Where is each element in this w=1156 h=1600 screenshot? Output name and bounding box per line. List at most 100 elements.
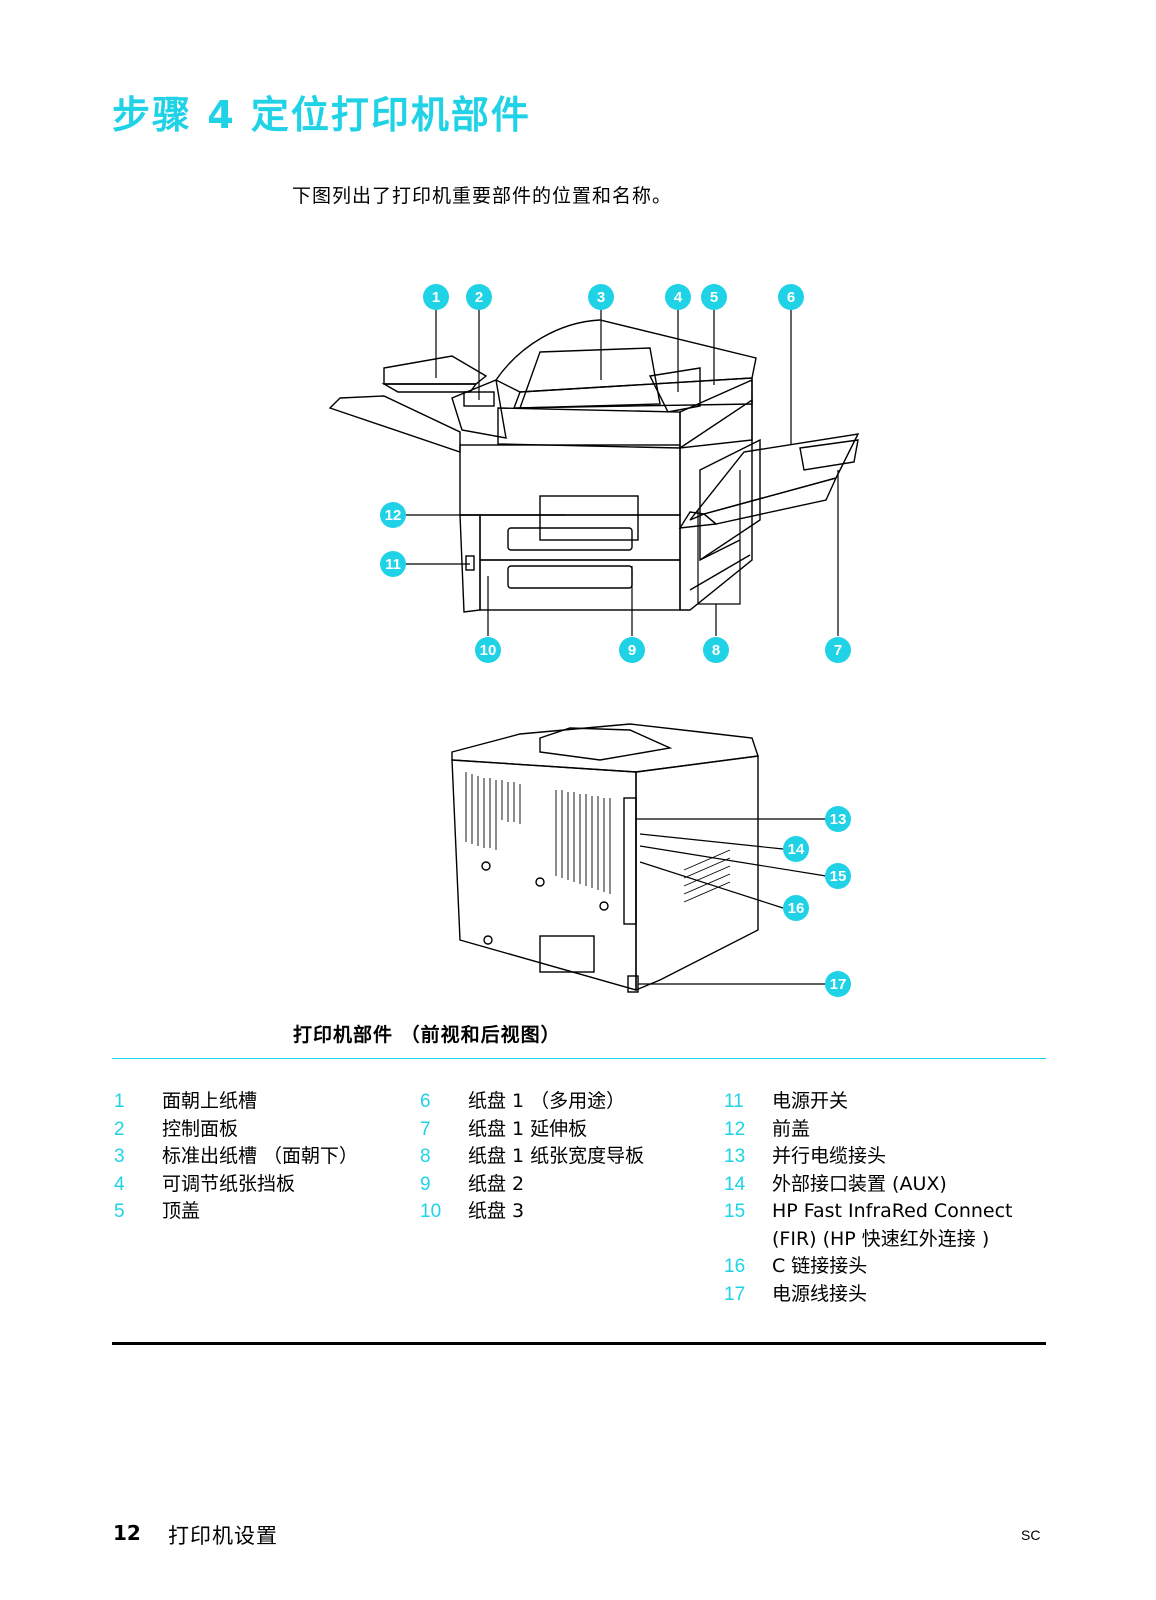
face-up-bin-lower [328, 395, 461, 453]
legend-number: 3 [114, 1146, 125, 1167]
legend-item: 8 纸盘 1 纸张宽度导板 [420, 1143, 644, 1171]
legend-number: 14 [724, 1173, 746, 1195]
legend-number: 4 [114, 1173, 125, 1195]
legend-number: 12 [724, 1118, 746, 1140]
callout-11: 11 [380, 551, 406, 577]
legend-item: 9 纸盘 2 [420, 1171, 644, 1199]
callout-8: 8 [703, 637, 729, 663]
legend-label: 面朝上纸槽 [162, 1090, 258, 1112]
callout-13: 13 [825, 806, 851, 832]
rear-top [451, 723, 759, 773]
side-vent [683, 849, 731, 903]
tray-1 [689, 433, 860, 521]
callout-12: 12 [380, 502, 406, 528]
legend-label-line1: HP Fast InfraRed Connect [772, 1200, 1013, 1222]
page-title: 步骤 4 定位打印机部件 [112, 93, 531, 137]
legend-item: 6 纸盘 1 （多用途） [420, 1088, 644, 1116]
rear-vent-right [555, 790, 611, 894]
legend-label: 外部接口装置 (AUX) [772, 1172, 947, 1195]
rear-panel [451, 759, 637, 991]
face-up-bin-upper [383, 355, 488, 385]
legend-label: 纸盘 3 [468, 1200, 525, 1222]
divider-cyan [112, 1058, 1046, 1059]
power-switch-shape [465, 555, 475, 571]
legend-column-2: 6 纸盘 1 （多用途） 7 纸盘 1 延伸板 8 纸盘 1 纸张宽度导板 9 纸盘 2… [420, 1088, 644, 1226]
callout-7: 7 [825, 637, 851, 663]
legend-number: 6 [420, 1091, 431, 1112]
printer-top [494, 319, 757, 393]
output-bin [518, 347, 661, 409]
legend-item: 7 纸盘 1 延伸板 [420, 1116, 644, 1144]
legend-number: 15 [724, 1201, 746, 1222]
callout-6: 6 [778, 284, 804, 310]
legend-label: 纸盘 2 [468, 1172, 525, 1195]
legend-item: 3 标准出纸槽 （面朝下） [114, 1143, 358, 1171]
legend-label: 电源开关 [772, 1090, 849, 1112]
legend-number: 16 [724, 1256, 746, 1277]
callout-14: 14 [783, 836, 809, 862]
legend-number: 2 [114, 1118, 125, 1140]
legend-label: 并行电缆接头 [772, 1145, 887, 1167]
callout-2: 2 [466, 284, 492, 310]
figure-caption: 打印机部件 （前视和后视图） [293, 1024, 561, 1046]
legend-number: 10 [420, 1201, 442, 1222]
legend-column-1: 1 面朝上纸槽 2 控制面板 3 标准出纸槽 （面朝下） 4 可调节纸张挡板 5 顶盖 [114, 1088, 358, 1226]
legend-column-3: 11 电源开关 12 前盖 13 并行电缆接头 14 外部接口装置 (AUX) 15 HP… [724, 1088, 1013, 1308]
callout-5: 5 [701, 284, 727, 310]
legend-item: 10 纸盘 3 [420, 1198, 644, 1226]
tray-3 [479, 559, 681, 611]
legend-item: 4 可调节纸张挡板 [114, 1171, 358, 1199]
legend-item: 12 前盖 [724, 1116, 1013, 1144]
legend-item: 17 电源线接头 [724, 1281, 1013, 1309]
front-cover [539, 495, 639, 541]
legend-item: 13 并行电缆接头 [724, 1143, 1013, 1171]
divider-black [112, 1342, 1046, 1345]
legend-item: 15 HP Fast InfraRed Connect (FIR) (HP 快速红外… [724, 1198, 1013, 1253]
legend-item: 11 电源开关 [724, 1088, 1013, 1116]
legend-label: 纸盘 1 纸张宽度导板 [468, 1145, 645, 1167]
legend-number: 9 [420, 1173, 431, 1195]
callout-16: 16 [783, 895, 809, 921]
tray-2 [479, 514, 681, 561]
rear-vent-left [465, 772, 521, 850]
callout-3: 3 [588, 284, 614, 310]
legend-label: 标准出纸槽 （面朝下） [162, 1145, 359, 1167]
interface-board [623, 797, 637, 925]
callout-9: 9 [619, 637, 645, 663]
legend-label: 可调节纸张挡板 [162, 1172, 296, 1195]
legend-number: 7 [420, 1118, 431, 1140]
footer-language-code: SC [1021, 1527, 1041, 1543]
front-body [459, 444, 681, 516]
legend-number: 17 [724, 1283, 746, 1305]
callout-4: 4 [665, 284, 691, 310]
legend-label: 控制面板 [162, 1117, 239, 1140]
legend-label: 电源线接头 [772, 1282, 868, 1305]
callout-10: 10 [475, 637, 501, 663]
footer-page-number: 12 [113, 1521, 141, 1545]
callout-15: 15 [825, 863, 851, 889]
legend-label: 前盖 [772, 1117, 811, 1140]
legend-label-line2: (FIR) (HP 快速红外连接 ) [772, 1227, 990, 1250]
legend-item: 2 控制面板 [114, 1116, 358, 1144]
legend-number: 8 [420, 1146, 431, 1167]
legend-label: C 链接接头 [772, 1255, 868, 1277]
callout-17: 17 [825, 971, 851, 997]
legend-item: 5 顶盖 [114, 1198, 358, 1226]
callout-1: 1 [423, 284, 449, 310]
legend-item: 16 C 链接接头 [724, 1253, 1013, 1281]
legend-number: 13 [724, 1146, 746, 1167]
legend-number: 1 [114, 1091, 125, 1112]
legend-label: 顶盖 [162, 1200, 201, 1222]
paper-stop [648, 367, 701, 413]
intro-text: 下图列出了打印机重要部件的位置和名称。 [292, 185, 673, 207]
legend-number: 11 [724, 1091, 744, 1112]
legend-label: 纸盘 1 延伸板 [468, 1117, 588, 1140]
tray-1-extension [799, 439, 859, 471]
legend-label: HP Fast InfraRed Connect (FIR) (HP 快速红外连接… [772, 1198, 1013, 1253]
legend-label: 纸盘 1 （多用途） [468, 1090, 626, 1112]
footer-section-title: 打印机设置 [168, 1524, 278, 1548]
legend-item: 1 面朝上纸槽 [114, 1088, 358, 1116]
legend-number: 5 [114, 1201, 125, 1222]
